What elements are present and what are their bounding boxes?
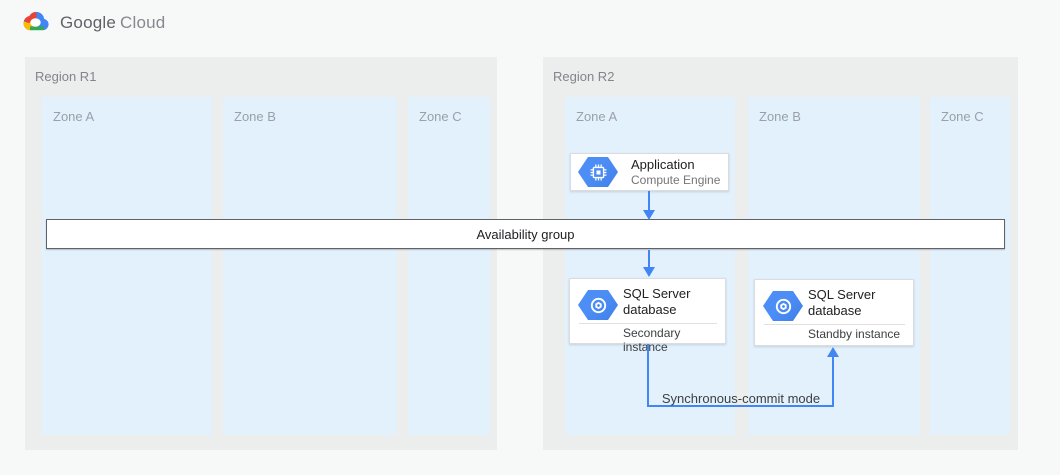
region-r1-zone-b: Zone B (223, 97, 397, 435)
sql-secondary-node: SQL Server database Secondary instance (569, 278, 726, 354)
zone-label: Zone B (234, 109, 276, 124)
region-r2-zone-b: Zone B (748, 97, 920, 435)
cloud-sql-icon (578, 290, 618, 320)
application-subtitle: Compute Engine (631, 173, 721, 187)
region-r1-zone-a: Zone A (42, 97, 212, 435)
application-title: Application (631, 157, 695, 172)
logo-word-cloud: Cloud (120, 12, 166, 32)
sql-standby-title: SQL Server database (808, 287, 876, 318)
zone-label: Zone C (419, 109, 462, 124)
region-r2-zone-c: Zone C (930, 97, 1010, 435)
application-node: Application Compute Engine (570, 153, 729, 191)
region-r1-zone-c: Zone C (408, 97, 490, 435)
availability-group-band: Availability group (46, 219, 1005, 249)
google-cloud-logo-icon (20, 11, 51, 34)
zone-label: Zone B (759, 109, 801, 124)
sql-standby-node: SQL Server database Standby instance (754, 279, 914, 346)
sql-secondary-instance-label: Secondary instance (623, 326, 681, 354)
sql-secondary-title: SQL Server database (623, 286, 691, 317)
sql-standby-instance-label: Standby instance (808, 327, 901, 341)
region-r2-zone-a: Zone A (565, 97, 735, 435)
cloud-sql-icon (763, 291, 803, 321)
sync-commit-label: Synchronous-commit mode (661, 391, 821, 406)
card-divider (764, 324, 905, 325)
zone-label: Zone A (53, 109, 95, 124)
region-r1: Region R1 Zone A Zone B Zone C (25, 57, 497, 450)
availability-group-label: Availability group (476, 226, 575, 242)
region-r1-label: Region R1 (35, 69, 97, 84)
zone-label: Zone C (941, 109, 984, 124)
region-r2-label: Region R2 (553, 69, 615, 84)
compute-engine-icon (578, 157, 618, 187)
zone-label: Zone A (576, 109, 618, 124)
logo-word-google: Google (60, 12, 117, 32)
card-divider (579, 323, 717, 324)
application-node-text: Application Compute Engine (631, 157, 720, 187)
